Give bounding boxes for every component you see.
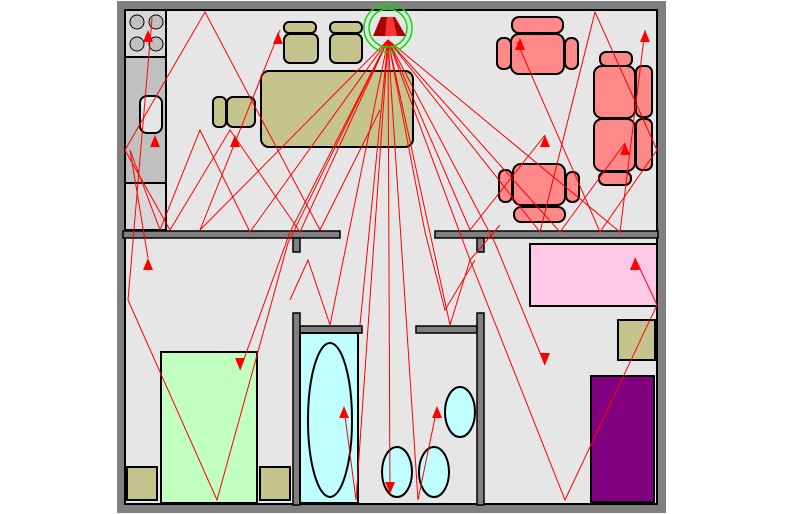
arrowhead-icon bbox=[143, 258, 153, 270]
ray-path bbox=[387, 39, 438, 501]
arrowhead-icon bbox=[432, 406, 442, 418]
ray-path bbox=[343, 39, 389, 501]
sink bbox=[139, 95, 163, 134]
chair-seat bbox=[283, 33, 319, 64]
wall-stub-right bbox=[476, 237, 485, 253]
ray-path bbox=[387, 39, 391, 497]
arrowhead-icon bbox=[620, 143, 630, 155]
arrowhead-icon bbox=[515, 38, 525, 50]
arrowhead-icon bbox=[143, 30, 153, 42]
bath-wall-top-left bbox=[299, 325, 363, 334]
arrowhead-icon bbox=[339, 406, 349, 418]
arrowhead-icon bbox=[630, 258, 640, 270]
arrowhead-icon bbox=[273, 32, 283, 44]
ray-path bbox=[239, 39, 389, 371]
ray-path bbox=[387, 39, 546, 231]
burner-icon bbox=[129, 36, 145, 52]
ray-path bbox=[387, 29, 646, 233]
wardrobe bbox=[590, 375, 655, 503]
toilet bbox=[381, 446, 413, 498]
washbasin bbox=[444, 386, 476, 438]
armchair-arm bbox=[564, 37, 579, 70]
arrowhead-icon bbox=[540, 135, 550, 147]
ray-path bbox=[124, 10, 389, 234]
bedroom-right bbox=[529, 243, 658, 503]
arrowhead-icon bbox=[150, 135, 160, 147]
dining-table bbox=[260, 70, 414, 148]
chair-seat bbox=[329, 33, 363, 64]
arrowhead-icon bbox=[540, 353, 550, 365]
arrowhead-icon bbox=[235, 358, 245, 370]
ray-path bbox=[129, 39, 389, 259]
armchair-arm bbox=[496, 37, 512, 70]
bath-wall-left bbox=[292, 312, 301, 506]
kitchen bbox=[124, 9, 167, 231]
burner-icon bbox=[148, 36, 164, 52]
arrowhead-icon bbox=[640, 30, 650, 42]
burner-icon bbox=[129, 14, 145, 30]
bedroom-left bbox=[126, 351, 291, 504]
side-table bbox=[617, 319, 656, 361]
ray-path bbox=[387, 39, 626, 233]
ray-path bbox=[289, 39, 389, 327]
armchair-seat bbox=[512, 163, 566, 206]
ray-arrowheads bbox=[143, 30, 650, 494]
chair-back bbox=[212, 96, 227, 128]
ray-path bbox=[199, 29, 389, 231]
ray-path bbox=[387, 39, 658, 502]
light-halo-inner bbox=[368, 8, 408, 48]
interior-walls bbox=[122, 230, 659, 506]
ray-path bbox=[127, 17, 389, 502]
bathtub-basin bbox=[307, 342, 353, 498]
sofa-arm bbox=[635, 65, 653, 118]
nightstand bbox=[126, 466, 158, 501]
dining-set bbox=[212, 21, 414, 148]
arrowhead-icon bbox=[385, 482, 395, 494]
armchair-arm bbox=[498, 169, 513, 203]
armchair-back bbox=[513, 206, 566, 223]
light-emitter-highlight bbox=[385, 17, 397, 36]
burner-icon bbox=[148, 14, 164, 30]
armchair-arm bbox=[565, 171, 580, 203]
nightstand bbox=[259, 466, 291, 501]
chair-seat bbox=[226, 96, 256, 128]
light-halo-outer bbox=[363, 3, 413, 53]
sofa-arm bbox=[635, 118, 653, 171]
bath-wall-right bbox=[476, 312, 485, 506]
ray-path bbox=[387, 39, 501, 327]
bed bbox=[160, 351, 258, 504]
armchair-seat bbox=[510, 33, 565, 75]
divider-wall-right bbox=[434, 230, 659, 239]
divider-wall-left bbox=[122, 230, 341, 239]
ray-path bbox=[387, 39, 476, 312]
chair-back bbox=[283, 21, 317, 34]
ray-path bbox=[387, 10, 658, 234]
bath-wall-top-right bbox=[415, 325, 478, 334]
wall-stub-left bbox=[292, 237, 301, 253]
sofa-seat bbox=[593, 65, 636, 119]
desk bbox=[529, 243, 658, 307]
armchair-back bbox=[511, 16, 564, 34]
chair-back bbox=[329, 21, 363, 34]
arrowhead-icon bbox=[230, 135, 240, 147]
ray-path bbox=[387, 39, 546, 366]
ray-path bbox=[359, 39, 389, 326]
ray-paths bbox=[124, 10, 658, 502]
light-source bbox=[363, 3, 413, 53]
